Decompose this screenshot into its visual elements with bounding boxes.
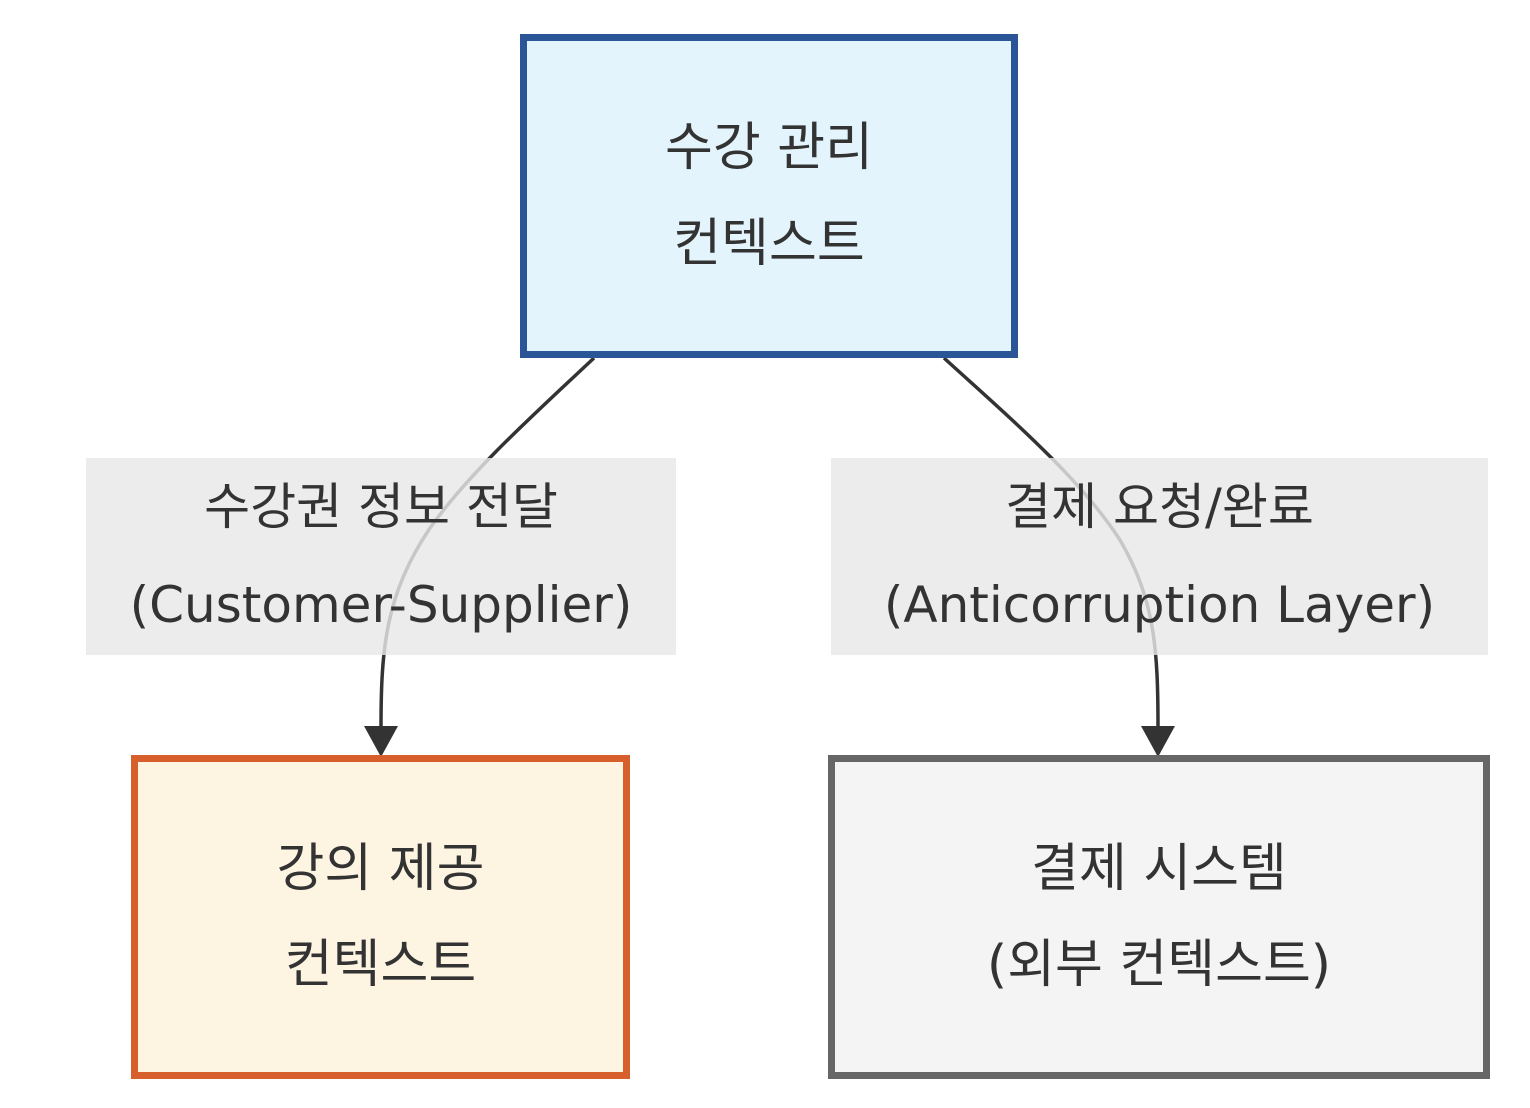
edge-label-anticorruption-layer: 결제 요청/완료 (Anticorruption Layer): [831, 458, 1488, 655]
enrollment-node-title: 수강 관리: [665, 118, 873, 178]
course-node-title: 강의 제공: [276, 839, 485, 899]
edge-label-right-line1: 결제 요청/완료: [1005, 478, 1314, 536]
enrollment-context-node: 수강 관리 컨텍스트: [520, 34, 1018, 358]
payment-node-title: 결제 시스템: [1031, 839, 1287, 899]
arrowhead-payment: [1141, 726, 1175, 757]
edge-label-left-line2: (Customer-Supplier): [129, 576, 633, 634]
course-node-subtitle: 컨텍스트: [284, 935, 477, 995]
payment-node-subtitle: (외부 컨텍스트): [986, 935, 1332, 995]
course-context-node: 강의 제공 컨텍스트: [131, 755, 630, 1079]
edge-label-customer-supplier: 수강권 정보 전달 (Customer-Supplier): [86, 458, 676, 655]
edge-label-right-line2: (Anticorruption Layer): [883, 576, 1436, 634]
arrowhead-course: [364, 726, 398, 757]
edge-label-left-line1: 수강권 정보 전달: [204, 478, 558, 536]
enrollment-node-subtitle: 컨텍스트: [673, 214, 865, 274]
payment-system-node: 결제 시스템 (외부 컨텍스트): [828, 755, 1490, 1079]
